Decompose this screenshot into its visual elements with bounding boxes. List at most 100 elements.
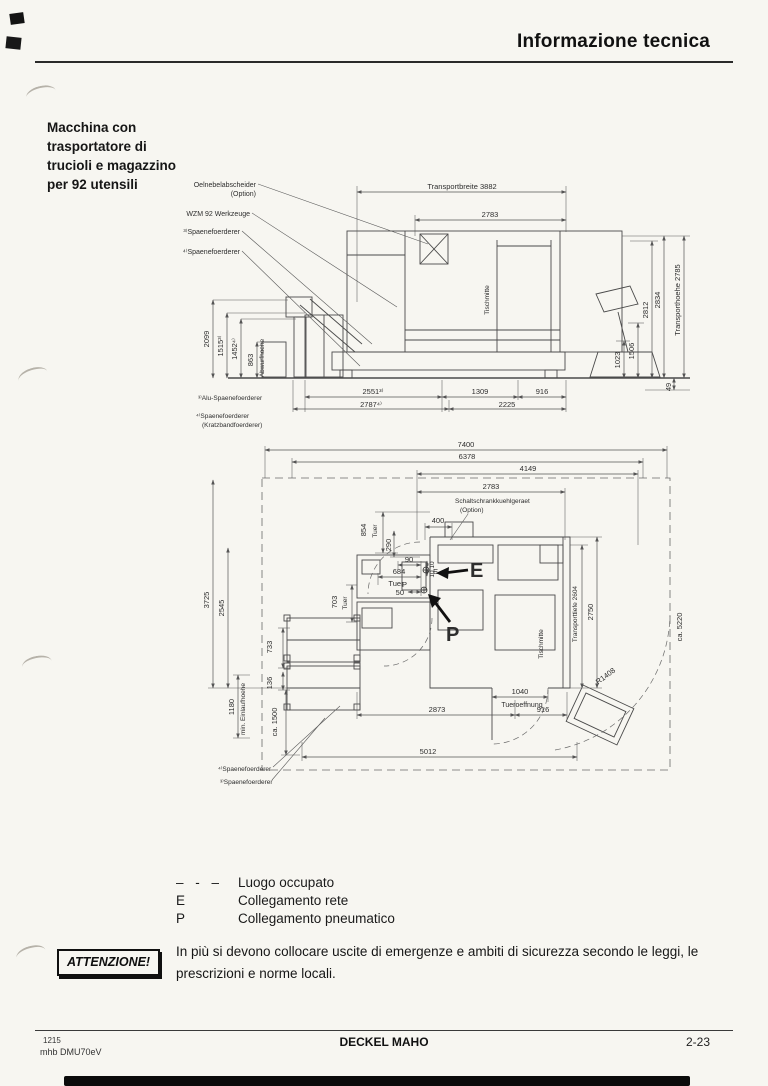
dim-r1408: R1408 (594, 666, 617, 686)
dim-863: 863 (246, 354, 255, 367)
legend-label-mains-connection: Collegamento rete (238, 893, 349, 908)
legend-label-occupied-area: Luogo occupato (238, 875, 335, 890)
label-tueroeffnung: Tueroeffnung (501, 702, 542, 709)
dim-2750: 2750 (586, 604, 595, 621)
legend-row-occupied-area: – - – Luogo occupato (176, 874, 395, 892)
footnote-spaenefoerderer: ⁴⁾Spaenefoerderer (196, 412, 250, 420)
dim-400: 400 (432, 516, 445, 525)
label-spaenefoerderer-3: ³⁾Spaenefoerderer (183, 228, 240, 236)
side-view-part-labels: Oelnebelabscheider (Option) WZM 92 Werkz… (183, 182, 257, 256)
scan-curl-mark (14, 942, 48, 966)
scan-curl-mark (24, 82, 58, 106)
dim-ca-5220: ca. 5220 (675, 613, 684, 642)
dim-2873: 2873 (429, 705, 446, 714)
page-title: Informazione tecnica (517, 31, 710, 52)
label-spaenefoerderer-4: ⁴⁾Spaenefoerderer (183, 248, 241, 256)
scan-curl-mark (16, 363, 50, 389)
footer-doc-code: mhb DMU70eV (40, 1047, 102, 1057)
attention-badge: ATTENZIONE! (57, 949, 161, 976)
footer-rule (35, 1030, 733, 1031)
side-view-leader-lines (241, 183, 429, 367)
footer-brand: DECKEL MAHO (339, 1035, 429, 1049)
dim-6378: 6378 (459, 452, 476, 461)
label-oelnebelabscheider: Oelnebelabscheider (194, 182, 257, 189)
scan-mark (9, 12, 25, 25)
dim-2812: 2812 (641, 302, 650, 319)
scan-curl-mark (20, 653, 54, 675)
section-title: Macchina con trasportatore di trucioli e… (47, 120, 177, 192)
dim-1040: 1040 (512, 687, 529, 696)
dim-1515: 1515³⁾ (216, 335, 225, 356)
dim-5012: 5012 (420, 747, 437, 756)
occupied-area-dashed-outline (261, 477, 671, 771)
dim-1023: 1023 (613, 352, 622, 369)
side-view-extension-lines (213, 186, 690, 412)
dim-transportbreite-3882: Transportbreite 3882 (427, 182, 496, 191)
label-abwurfhoehe: Abwurfhoehe (259, 338, 266, 377)
dim-2783: 2783 (482, 210, 499, 219)
dim-1309: 1309 (472, 387, 489, 396)
dim-transporthoehe-2785: Transporthoehe 2785 (673, 264, 682, 335)
dim-136: 136 (265, 677, 274, 690)
dim-703: 703 (330, 596, 339, 609)
legend-label-pneumatic-connection: Collegamento pneumatico (238, 911, 395, 926)
dim-transporttiefe-2604: Transporttiefe 2604 (572, 586, 579, 643)
dim-ca-1500: ca. 1500 (270, 708, 279, 737)
side-view-drawing: Transportbreite 3882 2783 2099 1515³⁾ 14… (183, 182, 690, 429)
dim-2551: 2551³⁾ (362, 387, 383, 396)
footnote-spaenefoerderer-3: ³⁾Spaenefoerderer (220, 778, 273, 786)
side-view-machine-outline (228, 230, 690, 379)
label-tischmitte: Tischmitte (484, 285, 491, 315)
dim-90: 90 (405, 555, 413, 564)
dim-2545: 2545 (217, 600, 226, 617)
dim-3725: 3725 (202, 592, 211, 609)
dim-1180: 1180 (227, 699, 236, 715)
label-min-einlaufhoehe: min. Einlaufhoehe (240, 683, 247, 735)
legend-symbol-e: E (176, 893, 187, 908)
label-schaltschrankkuehlgeraet: Schaltschrankkuehlgeraet (455, 498, 530, 505)
dim-1452: 1452⁴⁾ (230, 338, 239, 360)
top-view-leader-lines (271, 513, 469, 781)
label-tischmitte-top: Tischmitte (538, 629, 545, 659)
dim-916: 916 (536, 387, 549, 396)
footnote-spaenefoerderer-4: ⁴⁾Spaenefoerderer (218, 765, 272, 773)
dim-4149: 4149 (520, 464, 537, 473)
footnote-kratzbandfoerderer: (Kratzbandfoerderer) (202, 422, 262, 429)
header-rule (35, 61, 733, 63)
dim-290: 290 (384, 539, 393, 552)
dim-2099: 2099 (202, 331, 211, 348)
dim-916-top: 916 (537, 705, 550, 714)
top-view-dimension-lines (211, 448, 668, 759)
label-tuer-854: Tuer (372, 524, 379, 538)
legend: – - – Luogo occupato E Collegamento rete… (176, 874, 395, 928)
dim-2787: 2787⁴⁾ (360, 400, 382, 409)
dim-49: 49 (664, 383, 673, 391)
dim-10-b: 10 (429, 570, 436, 578)
footnote-alu-spaenefoerderer: ³⁾Alu-Spaenefoerderer (198, 394, 263, 402)
p-arrow (428, 594, 441, 608)
connection-markers (420, 566, 469, 623)
legend-row-mains-connection: E Collegamento rete (176, 892, 395, 910)
label-schaltschrank-option: (Option) (460, 507, 483, 514)
dim-10-a: 10 (429, 561, 436, 569)
legend-symbol-dashed-line: – - – (176, 875, 221, 890)
side-view-dimension-labels: Transportbreite 3882 2783 2099 1515³⁾ 14… (202, 182, 682, 409)
side-view-dimension-lines (211, 190, 686, 411)
label-p-small: P (402, 580, 407, 589)
label-oelnebelabscheider-option: (Option) (231, 191, 256, 198)
dim-1506: 1506 (627, 343, 636, 360)
label-wzm-92-werkzeuge: WZM 92 Werkzeuge (186, 211, 250, 218)
dim-2783-top: 2783 (483, 482, 500, 491)
dim-733: 733 (265, 641, 274, 654)
legend-row-pneumatic-connection: P Collegamento pneumatico (176, 910, 395, 928)
top-view-dimension-labels: 7400 6378 4149 2783 400 90 684 Tuer 50 8… (202, 440, 684, 756)
label-e-connection: E (470, 560, 483, 582)
dim-7400: 7400 (458, 440, 475, 449)
label-tuer-684: Tuer (388, 579, 404, 588)
side-view-footnotes: ³⁾Alu-Spaenefoerderer ⁴⁾Spaenefoerderer … (196, 394, 263, 429)
attention-text: In più si devono collocare uscite di eme… (176, 944, 699, 981)
scan-bottom-bar (64, 1076, 690, 1086)
top-view-drawing: 7400 6378 4149 2783 400 90 684 Tuer 50 8… (202, 440, 684, 786)
footer-doc-number: 1215 (43, 1036, 61, 1045)
